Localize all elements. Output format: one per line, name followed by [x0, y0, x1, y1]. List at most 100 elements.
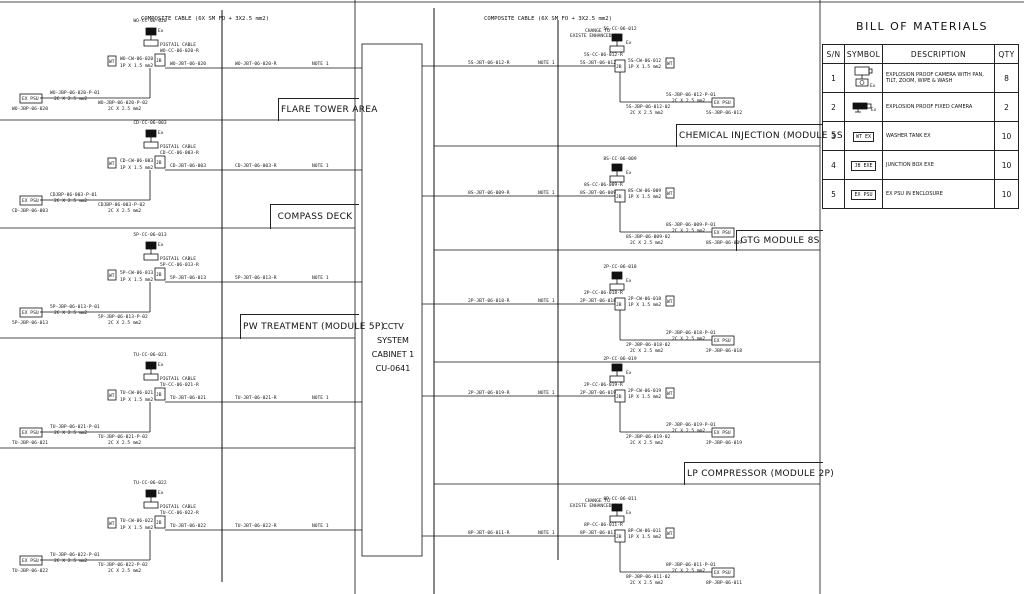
cable-size-label: 2C X 2.5 mm2	[630, 240, 663, 246]
bom-description: EX PSU IN ENCLOSURE	[882, 179, 995, 209]
cable-size-label: 2C X 2.5 mm2	[108, 568, 141, 574]
jb-tag: 2P-JBT-06-018	[580, 298, 616, 304]
note-label: NOTE 1	[538, 390, 555, 396]
ex-mark: Ex	[158, 490, 164, 496]
ex-psu-box	[19, 307, 43, 318]
ptz-camera-icon	[611, 33, 623, 42]
camera-cable-tag: 5P-CC-06-013-R	[160, 262, 199, 268]
jb-mark: JB	[616, 302, 622, 308]
cable-header-right: COMPOSITE CABLE (6X SM FO + 3X2.5 mm2)	[484, 16, 612, 22]
cctv-cabinet-box	[361, 43, 423, 557]
wt-mark: WT	[109, 521, 115, 527]
psu-tag: 2P-JBP-06-019	[706, 440, 742, 446]
washer-cable-tag: 5P-CW-06-013	[120, 270, 153, 276]
cable-size-label: 1P X 1.5 mm2	[628, 194, 661, 200]
junction-box-icon	[154, 155, 166, 169]
bom-sn: 2	[822, 92, 845, 122]
psu-cable-tag: TU-JBP-06-021-P-02	[98, 434, 148, 440]
jb-tag: 2P-JBT-06-019	[580, 390, 616, 396]
ex-psu-label: EX PSU	[22, 198, 39, 204]
cable-size-label: 1P X 1.5 mm2	[628, 302, 661, 308]
pigtail-label: PIGTAIL CABLE	[160, 504, 196, 510]
cable-size-label: 2C X 2.5 mm2	[54, 198, 87, 204]
trunk-cable-tag: TU-JBT-06-021-R	[235, 395, 277, 401]
camera-tag: 8P-CC-06-011	[603, 496, 636, 502]
cable-size-label: 2C X 2.5 mm2	[630, 580, 663, 586]
note-label: NOTE 1	[312, 163, 329, 169]
ex-mark: Ex	[626, 40, 632, 46]
ex-psu-box	[19, 427, 43, 438]
ptz-camera-icon	[611, 271, 623, 280]
bom-qty: 10	[994, 121, 1019, 151]
jb-mark: JB	[616, 194, 622, 200]
washer-cable-tag: TU-CW-06-022	[120, 518, 153, 524]
camera-cable-tag: TU-CC-06-022-R	[160, 510, 199, 516]
camera-base-icon	[143, 501, 159, 509]
psu-cable-tag: 8S-JBP-06-009-P-01	[666, 222, 716, 228]
washer-cable-tag: WO-CW-06-020	[120, 56, 153, 62]
ptz-camera-icon	[611, 163, 623, 172]
psu-cable-tag: 8P-JBP-06-011-P-01	[666, 562, 716, 568]
bom-sn: 5	[822, 179, 845, 209]
bom-row: 2 Ex EXPLOSION PROOF FIXED CAMERA 2	[822, 92, 1019, 122]
ex-psu-label: EX PSU	[714, 570, 731, 576]
camera-base-icon	[143, 253, 159, 261]
trunk-cable-tag: 5S-JBT-06-012-R	[468, 60, 510, 66]
area-label-flare-tower: FLARE TOWER AREA	[278, 98, 377, 121]
psu-tag: TU-JBP-06-021	[12, 440, 48, 446]
washer-cable-tag: CD-CW-06-003	[120, 158, 153, 164]
pigtail-label: PIGTAIL CABLE	[160, 42, 196, 48]
jb-tag: TU-JBT-06-021	[170, 395, 206, 401]
cable-size-label: 2C X 2.5 mm2	[54, 96, 87, 102]
wt-mark: WT	[667, 61, 673, 67]
psu-cable-tag: CDJBP-06-003-P-02	[98, 202, 145, 208]
ptz-camera-icon	[145, 129, 157, 138]
jb-tag: 5P-JBT-06-013	[170, 275, 206, 281]
washer-tank-icon	[107, 55, 117, 67]
jb-tag: 8P-JBT-06-011	[580, 530, 616, 536]
change-note: EXISTE ENHANCED 2	[570, 503, 617, 509]
change-note: CHANGE TO	[585, 28, 610, 34]
bom-qty: 2	[994, 92, 1019, 122]
camera-tag: 2P-CC-06-018	[603, 264, 636, 270]
cable-size-label: 2C X 2.5 mm2	[672, 428, 705, 434]
jb-tag: TU-JBT-06-022	[170, 523, 206, 529]
wt-mark: WT	[109, 393, 115, 399]
cable-size-label: 1P X 1.5 mm2	[120, 525, 153, 531]
cable-size-label: 2C X 2.5 mm2	[54, 430, 87, 436]
bom-description: EXPLOSION PROOF CAMERA WITH PAN, TILT, Z…	[882, 63, 995, 93]
ex-psu-box	[711, 335, 735, 346]
camera-tag: 2P-CC-06-019	[603, 356, 636, 362]
ex-mark: Ex	[158, 242, 164, 248]
washer-cable-tag: 8S-CW-06-009	[628, 188, 661, 194]
trunk-cable-tag: 2P-JBT-06-019-R	[468, 390, 510, 396]
ptz-camera-icon	[611, 503, 623, 512]
trunk-cable-tag: 8P-JBT-06-011-R	[468, 530, 510, 536]
ex-mark: Ex	[158, 362, 164, 368]
bom-description: WASHER TANK EX	[882, 121, 995, 151]
washer-tank-symbol-text: WT EX	[852, 131, 875, 142]
ptz-camera-icon	[611, 363, 623, 372]
psu-cable-tag: 5P-JBP-06-013-P-01	[50, 304, 100, 310]
trunk-cable-tag: 8S-JBT-06-009-R	[468, 190, 510, 196]
bom-row: 1 Ex EXPLOSION PROOF CAMERA WITH PAN, TI…	[822, 63, 1019, 93]
note-label: NOTE 1	[312, 395, 329, 401]
cable-size-label: 2C X 2.5 mm2	[672, 336, 705, 342]
wt-mark: WT	[109, 161, 115, 167]
ptz-camera-icon	[145, 241, 157, 250]
ex-psu-box	[711, 567, 735, 578]
ptz-camera-icon	[145, 27, 157, 36]
camera-tag: 5P-CC-06-013	[133, 232, 166, 238]
ex-psu-symbol-icon: EX PSU	[844, 179, 883, 209]
trunk-cable-tag: TU-JBT-06-022-R	[235, 523, 277, 529]
psu-cable-tag: WO-JBP-06-020-P-01	[50, 90, 100, 96]
camera-cable-tag: 5S-CC-06-012-R	[584, 52, 623, 58]
fixed-camera-symbol-icon: Ex	[844, 92, 883, 122]
jb-mark: JB	[156, 520, 162, 526]
cable-size-label: 1P X 1.5 mm2	[628, 534, 661, 540]
junction-box-symbol-icon: JB EXE	[844, 150, 883, 180]
psu-cable-tag: CDJBP-06-003-P-01	[50, 192, 97, 198]
camera-cable-tag: 8P-CC-06-011-R	[584, 522, 623, 528]
wt-mark: WT	[667, 191, 673, 197]
